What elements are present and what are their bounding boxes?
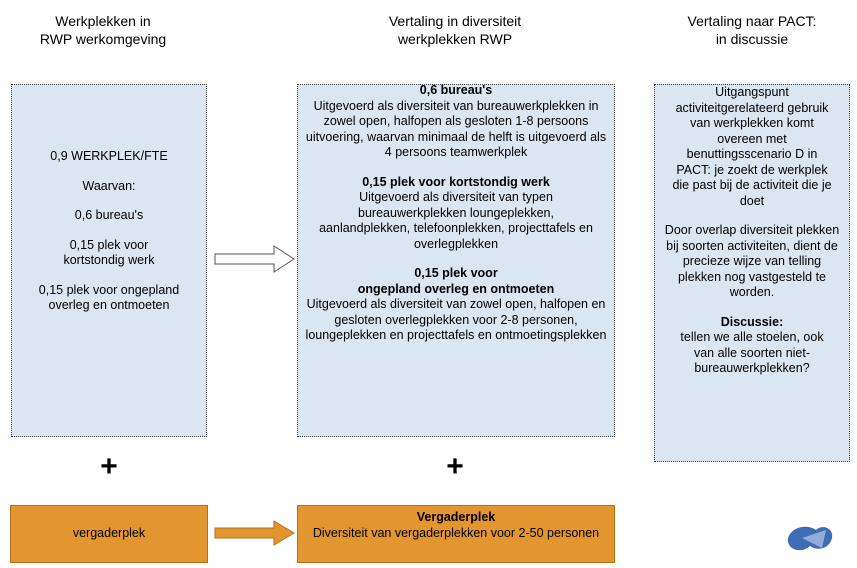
bottom-left-box: vergaderplek — [10, 505, 208, 563]
left-box-line5: 0,15 plek voor ongepland overleg en ontm… — [38, 282, 180, 313]
right-p3-text: tellen we alle stoelen, ook van alle soo… — [680, 330, 824, 375]
bottom-middle-text: Diversiteit van vergaderplekken voor 2-5… — [312, 525, 600, 540]
header-col1: Werkplekken in RWP werkomgeving — [39, 13, 167, 47]
header-col2: Vertaling in diversiteit werkplekken RWP — [388, 13, 522, 47]
right-p2: Door overlap diversiteit plekken bij soo… — [664, 223, 840, 299]
middle-s1-text: Uitgevoerd als diversiteit van bureauwer… — [305, 98, 607, 160]
right-p1: Uitgangspunt activiteitgerelateerd gebru… — [672, 85, 832, 208]
middle-s2-text: Uitgevoerd als diversiteit van typen bur… — [319, 190, 593, 251]
middle-s2-title: 0,15 plek voor kortstondig werk — [362, 174, 550, 189]
middle-box: 0,6 bureau's Uitgevoerd als diversiteit … — [297, 83, 615, 437]
bottom-middle-box: Vergaderplek Diversiteit van vergaderple… — [297, 505, 615, 563]
left-box-line1: 0,9 WERKPLEK/FTE — [50, 149, 168, 163]
left-box-line2: Waarvan: — [82, 178, 136, 193]
bottom-middle-title: Vergaderplek — [416, 510, 496, 524]
right-p3-title: Discussie: — [720, 314, 784, 329]
middle-s1-title: 0,6 bureau's — [419, 83, 493, 97]
middle-s3-text: Uitgevoerd als diversiteit van zowel ope… — [305, 297, 607, 342]
left-box-line3: 0,6 bureau's — [74, 208, 144, 222]
vergaderplek-label: vergaderplek — [72, 526, 146, 541]
plus-sign-left: + — [100, 450, 118, 483]
plus-sign-middle: + — [446, 450, 464, 483]
right-box: Uitgangspunt activiteitgerelateerd gebru… — [654, 84, 850, 462]
arrow-right-outline — [214, 245, 295, 273]
header-col3: Vertaling naar PACT: in discussie — [687, 13, 817, 47]
logo-icon — [787, 526, 833, 551]
left-box-line4: 0,15 plek voor kortstondig werk — [63, 237, 155, 268]
arrow-right-orange — [214, 520, 295, 546]
middle-s3-title-a: 0,15 plek voor — [414, 266, 498, 280]
middle-s3-title-b: ongepland overleg en ontmoeten — [357, 281, 555, 296]
left-box: 0,9 WERKPLEK/FTE Waarvan: 0,6 bureau's 0… — [11, 84, 207, 437]
